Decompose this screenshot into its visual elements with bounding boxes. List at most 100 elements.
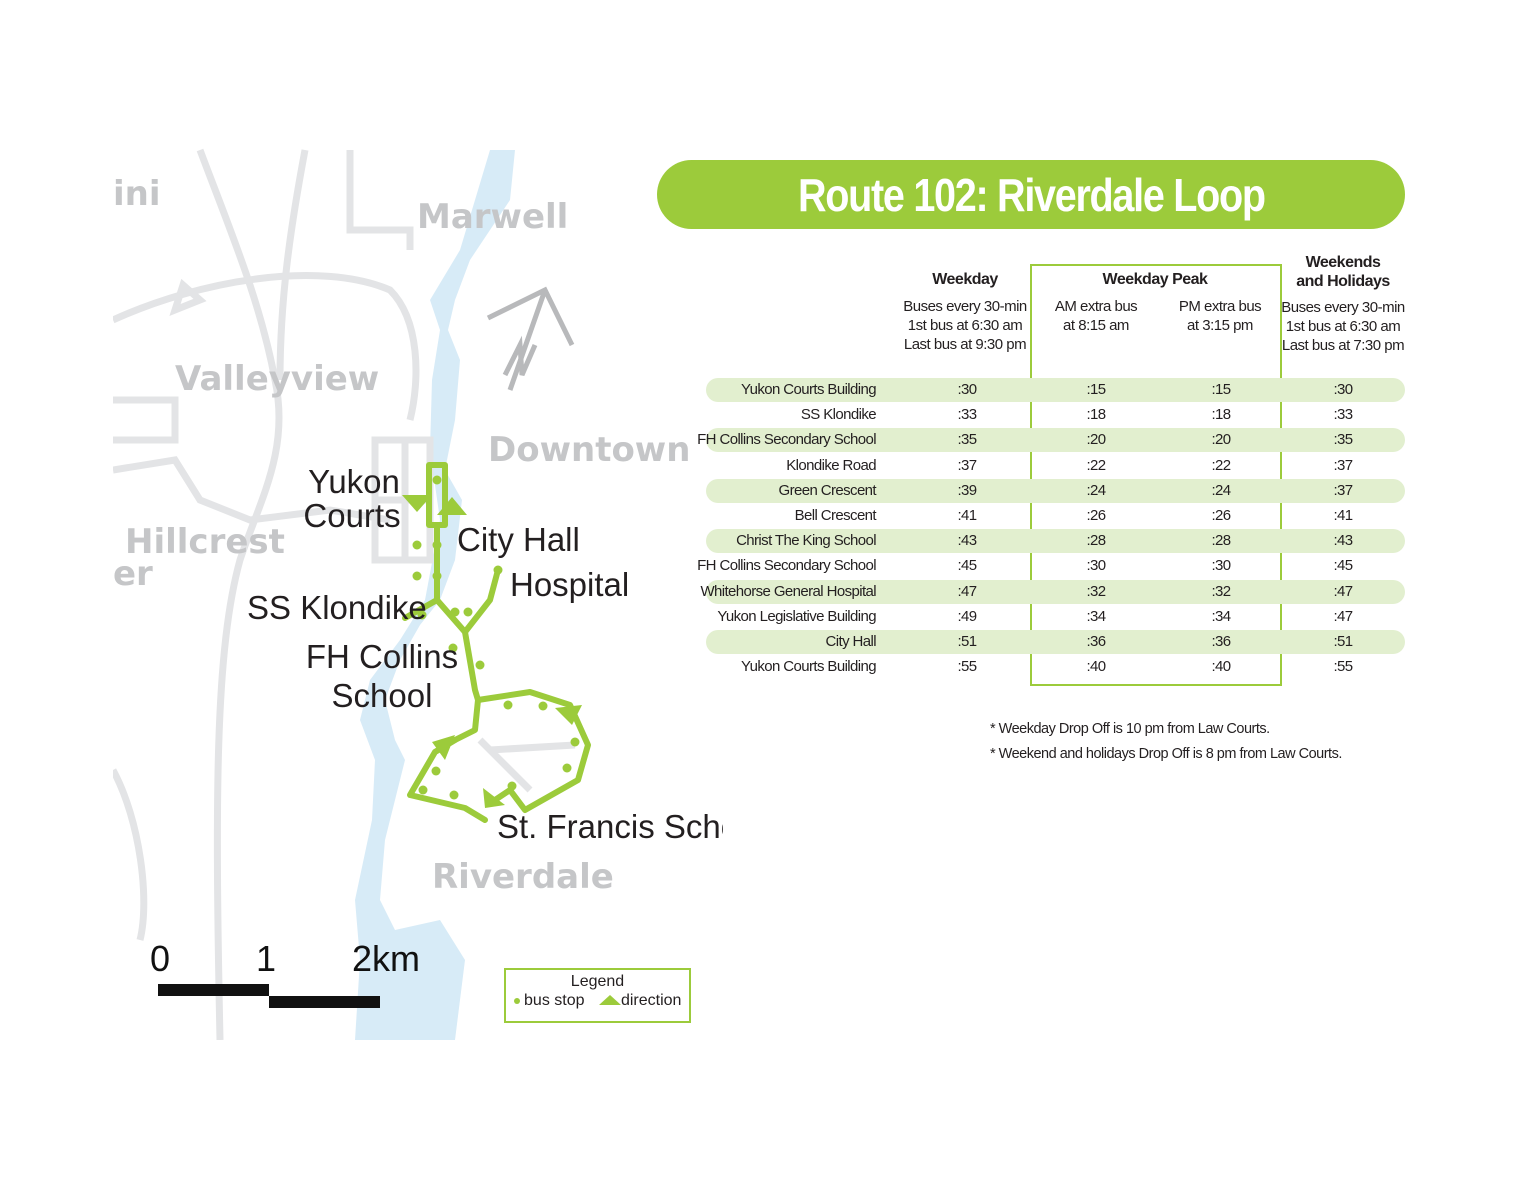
bus-stop-icon [431, 766, 441, 776]
am-time: :30 [1086, 557, 1106, 575]
direction-arrows [402, 495, 582, 808]
bus-stop-icon [449, 790, 459, 800]
stop-name: Yukon Legislative Building [717, 607, 876, 625]
am-time: :32 [1086, 582, 1106, 600]
weekend-time: :35 [1333, 431, 1353, 449]
bus-stop-icon [570, 737, 580, 747]
footnote: * Weekend and holidays Drop Off is 8 pm … [990, 746, 1342, 762]
header-weekend: Weekends and Holidays Buses every 30-min… [1278, 253, 1408, 355]
pm-time: :34 [1211, 607, 1231, 625]
bus-stop-icon [418, 785, 428, 795]
bus-stop-icon [417, 610, 427, 620]
stop-name: Christ The King School [736, 532, 877, 550]
weekend-time: :55 [1333, 658, 1353, 676]
pm-time: :30 [1211, 557, 1231, 575]
route-title-banner: Route 102: Riverdale Loop [657, 160, 1405, 229]
weekend-time: :37 [1333, 456, 1353, 474]
header-line: AM extra bus [1054, 298, 1138, 315]
svg-text:FH Collins: FH Collins [306, 638, 458, 675]
stop-name: FH Collins Secondary School [697, 431, 876, 449]
legend: Legend bus stop direction [504, 968, 691, 1023]
stop-name: Klondike Road [786, 456, 876, 474]
roads [113, 148, 576, 1040]
weekend-time: :47 [1333, 582, 1353, 600]
weekday-time: :39 [957, 481, 977, 499]
header-weekday-title: Weekday [932, 271, 998, 288]
svg-text:ini: ini [113, 174, 161, 214]
header-line: 1st bus at 6:30 am [1285, 318, 1401, 335]
am-time: :26 [1086, 507, 1106, 524]
header-pm: PM extra bus at 3:15 pm [1160, 297, 1280, 335]
bus-stop-icon [507, 781, 517, 791]
area-labels: ini Marwell Valleyview Downtown Hillcres… [113, 174, 690, 897]
weekend-time: :51 [1333, 633, 1353, 650]
bus-stop-icon [475, 660, 485, 670]
pm-time: :32 [1211, 582, 1231, 600]
bus-stops [412, 475, 580, 800]
pm-time: :15 [1211, 381, 1231, 398]
table-row: Bell Crescent:41:26:26:41 [706, 504, 1405, 528]
header-line: Buses every 30-min [903, 298, 1027, 315]
pm-time: :18 [1211, 406, 1231, 424]
table-row: Christ The King School:43:28:28:43 [706, 529, 1405, 554]
header-weekday: Weekday Buses every 30-min 1st bus at 6:… [900, 270, 1030, 354]
header-line: PM extra bus [1178, 298, 1262, 315]
weekday-time: :41 [957, 507, 977, 524]
table-row: FH Collins Secondary School:45:30:30:45 [697, 554, 1405, 578]
header-line: at 8:15 am [1063, 317, 1129, 334]
bus-stop-icon [493, 565, 503, 575]
pm-time: :20 [1211, 431, 1231, 449]
weekday-time: :37 [957, 456, 977, 474]
pm-time: :36 [1211, 633, 1231, 650]
weekday-time: :49 [957, 607, 977, 625]
am-time: :20 [1086, 431, 1106, 449]
am-time: :15 [1086, 381, 1106, 398]
bus-stop-icon [538, 701, 548, 711]
stop-name: Whitehorse General Hospital [700, 582, 876, 600]
svg-text:Yukon: Yukon [308, 463, 400, 500]
stop-name: Yukon Courts Building [741, 381, 877, 398]
scale-label-2km: 2km [352, 938, 421, 979]
direction-icon [402, 495, 432, 512]
svg-text:er: er [113, 554, 153, 594]
scale-label-1: 1 [256, 938, 277, 979]
header-peak: Weekday Peak [1030, 270, 1280, 289]
page-title: Route 102: Riverdale Loop [797, 168, 1266, 221]
pm-time: :22 [1211, 456, 1231, 474]
table-row: SS Klondike:33:18:18:33 [706, 403, 1405, 427]
pm-time: :28 [1211, 532, 1231, 550]
header-am: AM extra bus at 8:15 am [1036, 297, 1156, 335]
stop-name: FH Collins Secondary School [697, 557, 876, 575]
svg-text:St. Francis School: St. Francis School [497, 808, 765, 845]
weekday-time: :43 [957, 532, 977, 550]
weekend-time: :30 [1333, 381, 1353, 398]
weekday-time: :33 [957, 406, 977, 424]
weekday-time: :51 [957, 633, 977, 650]
am-time: :36 [1086, 633, 1106, 650]
stop-labels: Yukon Courts City Hall Hospital SS Klond… [247, 463, 765, 845]
bus-stop-icon [412, 571, 422, 581]
svg-text:School: School [332, 677, 433, 714]
stop-name: Bell Crescent [794, 507, 877, 524]
table-row: Yukon Courts Building:55:40:40:55 [706, 655, 1405, 679]
am-time: :28 [1086, 532, 1106, 550]
scale-label-0: 0 [150, 938, 171, 979]
stop-name: City Hall [825, 633, 877, 650]
header-line: at 3:15 pm [1187, 317, 1253, 334]
bus-stop-icon [432, 540, 442, 550]
weekend-time: :45 [1333, 557, 1353, 575]
header-line: Last bus at 9:30 pm [903, 336, 1027, 353]
am-time: :40 [1086, 658, 1106, 676]
legend-title: Legend [570, 973, 625, 990]
bus-stop-icon [562, 763, 572, 773]
am-time: :18 [1086, 406, 1106, 424]
bus-stop-icon [432, 475, 442, 485]
north-arrow-icon [486, 286, 575, 391]
am-time: :22 [1086, 456, 1106, 474]
direction-icon [598, 995, 621, 1005]
table-row: Yukon Legislative Building:49:34:34:47 [706, 605, 1405, 629]
weekday-time: :55 [957, 658, 977, 676]
scale-bar-segment [269, 996, 380, 1008]
weekday-peak-column-frame [1030, 264, 1282, 686]
header-weekend-title: Weekends [1305, 254, 1381, 271]
